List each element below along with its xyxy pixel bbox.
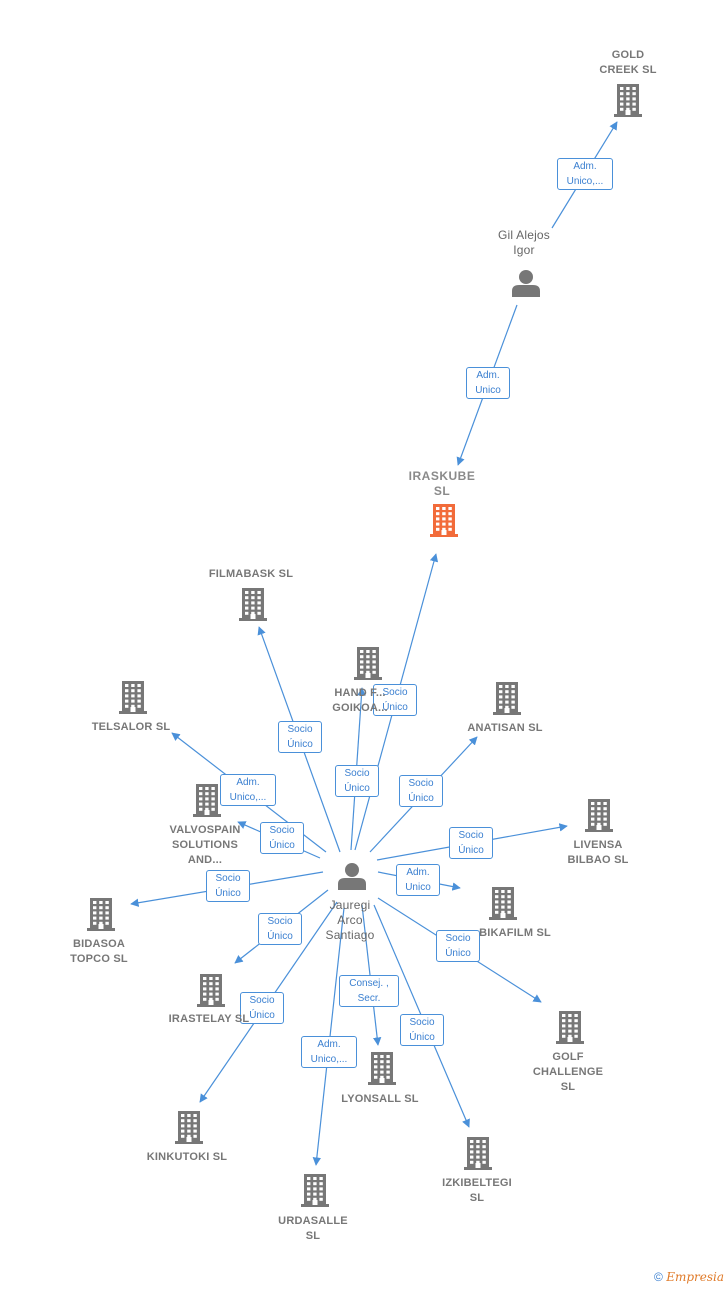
edge-label-jauregi-to-filmabask[interactable]: Socio Único [278, 721, 322, 753]
building-icon-golf[interactable] [556, 1011, 584, 1044]
edge-label-jauregi-to-urdasalle[interactable]: Adm. Unico,... [301, 1036, 357, 1068]
building-icon-gold-creek[interactable] [614, 84, 642, 117]
building-icon-livensa[interactable] [585, 799, 613, 832]
copyright-symbol: © [654, 1270, 663, 1284]
node-label-izkibeltegi[interactable]: IZKIBELTEGI SL [442, 1177, 512, 1204]
edge-label-jauregi-to-telsalor[interactable]: Adm. Unico,... [220, 774, 276, 806]
building-icon-bidasoa[interactable] [87, 898, 115, 931]
watermark: © Empresia [654, 1270, 724, 1284]
brand-logo: Empresia [666, 1270, 724, 1284]
edge-label-gil-to-iraskube[interactable]: Adm. Unico [466, 367, 510, 399]
building-icon-urdasalle[interactable] [301, 1174, 329, 1207]
building-icon-filmabask[interactable] [239, 588, 267, 621]
building-icon-hand[interactable] [354, 647, 382, 680]
building-icon-valvospain[interactable] [193, 784, 221, 817]
node-label-gil[interactable]: Gil Alejos Igor [497, 228, 551, 257]
building-icon-bikafilm[interactable] [489, 887, 517, 920]
edge-label-jauregi-to-anatisan[interactable]: Socio Único [399, 775, 443, 807]
building-icon-telsalor[interactable] [119, 681, 147, 714]
edge-label-jauregi-to-valvospain[interactable]: Socio Único [260, 822, 304, 854]
node-label-lyonsall[interactable]: LYONSALL SL [341, 1093, 419, 1105]
node-label-urdasalle[interactable]: URDASALLE SL [278, 1215, 348, 1242]
node-label-bidasoa[interactable]: BIDASOA TOPCO SL [70, 938, 128, 965]
edge-label-gil-to-gold-creek[interactable]: Adm. Unico,... [557, 158, 613, 190]
edge-label-jauregi-to-bidasoa[interactable]: Socio Único [206, 870, 250, 902]
node-label-telsalor[interactable]: TELSALOR SL [91, 721, 171, 733]
edge-label-jauregi-to-livensa[interactable]: Socio Único [449, 827, 493, 859]
node-label-golf[interactable]: GOLF CHALLENGE SL [532, 1051, 604, 1093]
node-label-kinkutoki[interactable]: KINKUTOKI SL [146, 1151, 228, 1163]
edges-layer [130, 121, 618, 1166]
edge-label-jauregi-to-hand[interactable]: Socio Único [335, 765, 379, 797]
node-label-hand[interactable]: HAND F... GOIKOA... [332, 687, 388, 714]
edge-label-jauregi-to-golf[interactable]: Socio Único [436, 930, 480, 962]
node-label-irastelay[interactable]: IRASTELAY SL [168, 1013, 250, 1025]
edge-label-jauregi-to-irastelay[interactable]: Socio Único [258, 913, 302, 945]
edge-label-jauregi-to-iraskube[interactable]: Socio Único [373, 684, 417, 716]
node-label-gold-creek[interactable]: GOLD CREEK SL [599, 49, 657, 76]
edge-label-jauregi-to-lyonsall[interactable]: Consej. , Secr. [339, 975, 399, 1007]
node-label-filmabask[interactable]: FILMABASK SL [208, 568, 294, 580]
edge-label-jauregi-to-izkibeltegi[interactable]: Socio Único [400, 1014, 444, 1046]
icons-layer [87, 84, 642, 1207]
edge-label-jauregi-to-bikafilm[interactable]: Adm. Unico [396, 864, 440, 896]
node-label-jauregi[interactable]: Jauregi Arco Santiago [325, 898, 375, 942]
person-icon-gil[interactable] [512, 270, 540, 297]
node-label-livensa[interactable]: LIVENSA BILBAO SL [567, 839, 629, 866]
edge-label-jauregi-to-kinkutoki[interactable]: Socio Único [240, 992, 284, 1024]
building-icon-iraskube[interactable] [430, 504, 458, 537]
building-icon-kinkutoki[interactable] [175, 1111, 203, 1144]
node-label-bikafilm[interactable]: BIKAFILM SL [479, 927, 551, 939]
building-icon-irastelay[interactable] [197, 974, 225, 1007]
node-label-valvospain[interactable]: VALVOSPAIN SOLUTIONS AND... [169, 824, 241, 866]
node-label-anatisan[interactable]: ANATISAN SL [467, 722, 543, 734]
building-icon-izkibeltegi[interactable] [464, 1137, 492, 1170]
node-label-iraskube[interactable]: IRASKUBE SL [408, 469, 476, 498]
person-icon-jauregi[interactable] [338, 863, 366, 890]
building-icon-anatisan[interactable] [493, 682, 521, 715]
building-icon-lyonsall[interactable] [368, 1052, 396, 1085]
